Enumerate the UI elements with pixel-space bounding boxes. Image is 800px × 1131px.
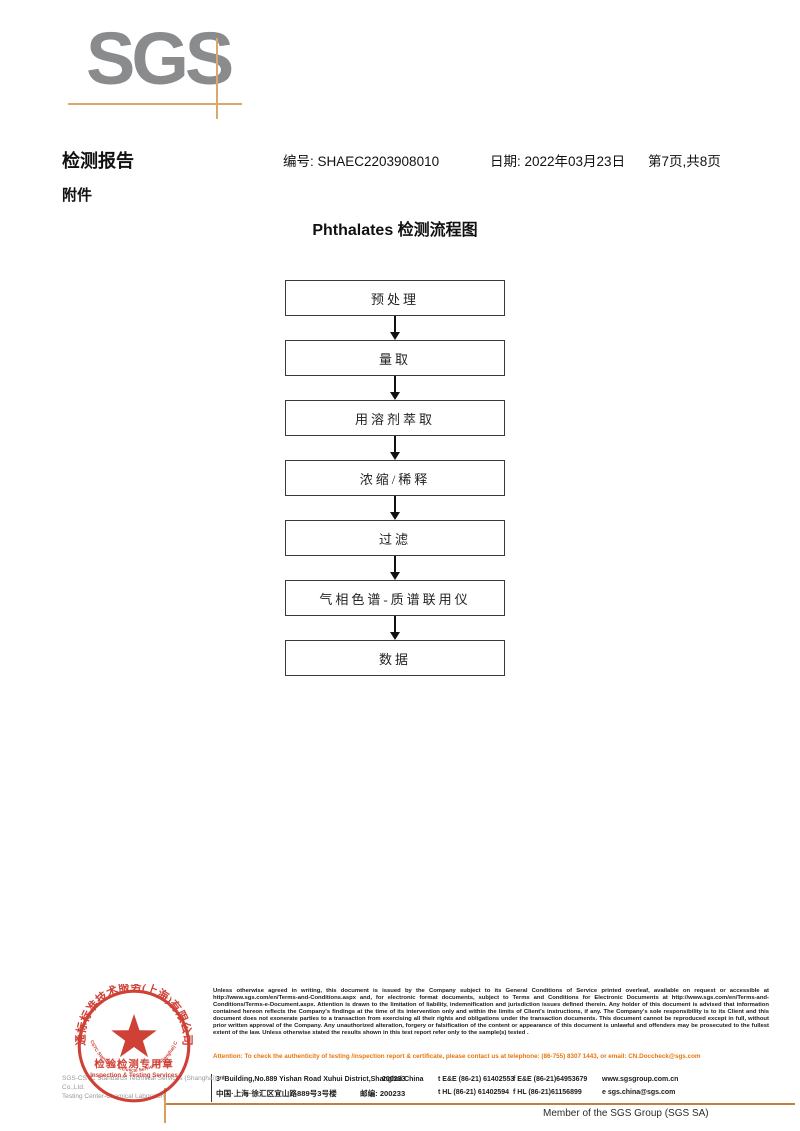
page-indicator: 第7页,共8页 [648,154,721,169]
tel-cn: t HL (86-21) 61402594 [438,1089,510,1096]
flow-step-filter: 过滤 [285,520,505,556]
address-divider [211,1074,212,1102]
flow-step-pretreatment: 预处理 [285,280,505,316]
postcode-en: 200233 [382,1076,406,1083]
flow-arrow-icon [285,316,505,340]
sgs-logo: SGS [86,17,234,100]
address-en: 3ʳᵈBuilding,No.889 Yishan Road Xuhui Dis… [216,1076,424,1083]
flow-arrow-icon [285,436,505,460]
stamp-center-line2: Inspection & Testing Services [90,1072,178,1079]
flow-step-measure: 量取 [285,340,505,376]
attachment-label: 附件 [62,187,93,204]
flow-arrow-icon [285,496,505,520]
footer-rule [165,1103,795,1105]
tel-en: t E&E (86-21) 61402553 [438,1076,515,1083]
footer-crosshair-tick [164,1088,166,1123]
postcode-cn: 邮编: 200233 [360,1089,406,1098]
stamp-center-line1: 检验检测专用章 [94,1058,174,1071]
sgs-member-text: Member of the SGS Group (SGS SA) [543,1108,709,1119]
website: www.sgsgroup.com.cn [602,1076,679,1083]
inspection-stamp-icon: 通标标准技术服务(上海)有限公司 SGS-CSTC Standards Tech… [72,984,194,1103]
flowchart-title: Phthalates 检测流程图 [312,222,478,239]
report-date: 日期: 2022年03月23日 [490,154,626,169]
stamp-star-icon [111,1013,157,1058]
flowchart: 预处理 量取 用溶剂萃取 浓缩/稀释 过滤 气相色谱-质谱联用仪 数据 [285,280,505,676]
address-cn: 中国·上海·徐汇区宜山路889号3号楼 [216,1089,337,1098]
fax-en: f E&E (86-21)64953679 [513,1076,588,1083]
flow-step-solvent-extraction: 用溶剂萃取 [285,400,505,436]
fax-cn: f HL (86-21)61156899 [513,1089,582,1096]
logo-crosshair-horizontal [68,103,242,105]
attention-notice: Attention: To check the authenticity of … [213,1053,701,1060]
logo-crosshair-vertical [216,38,218,119]
flow-arrow-icon [285,376,505,400]
flow-arrow-icon [285,616,505,640]
legal-disclaimer: Unless otherwise agreed in writing, this… [213,988,769,1036]
flow-step-concentrate-dilute: 浓缩/稀释 [285,460,505,496]
flow-step-data: 数据 [285,640,505,676]
footer-company-line1: SGS-CSTC Standards Technical Services (S… [62,1075,217,1091]
report-number: 编号: SHAEC2203908010 [283,154,440,169]
report-title: 检测报告 [62,151,134,171]
flow-arrow-icon [285,556,505,580]
flow-step-gcms: 气相色谱-质谱联用仪 [285,580,505,616]
email: e sgs.china@sgs.com [602,1089,676,1096]
